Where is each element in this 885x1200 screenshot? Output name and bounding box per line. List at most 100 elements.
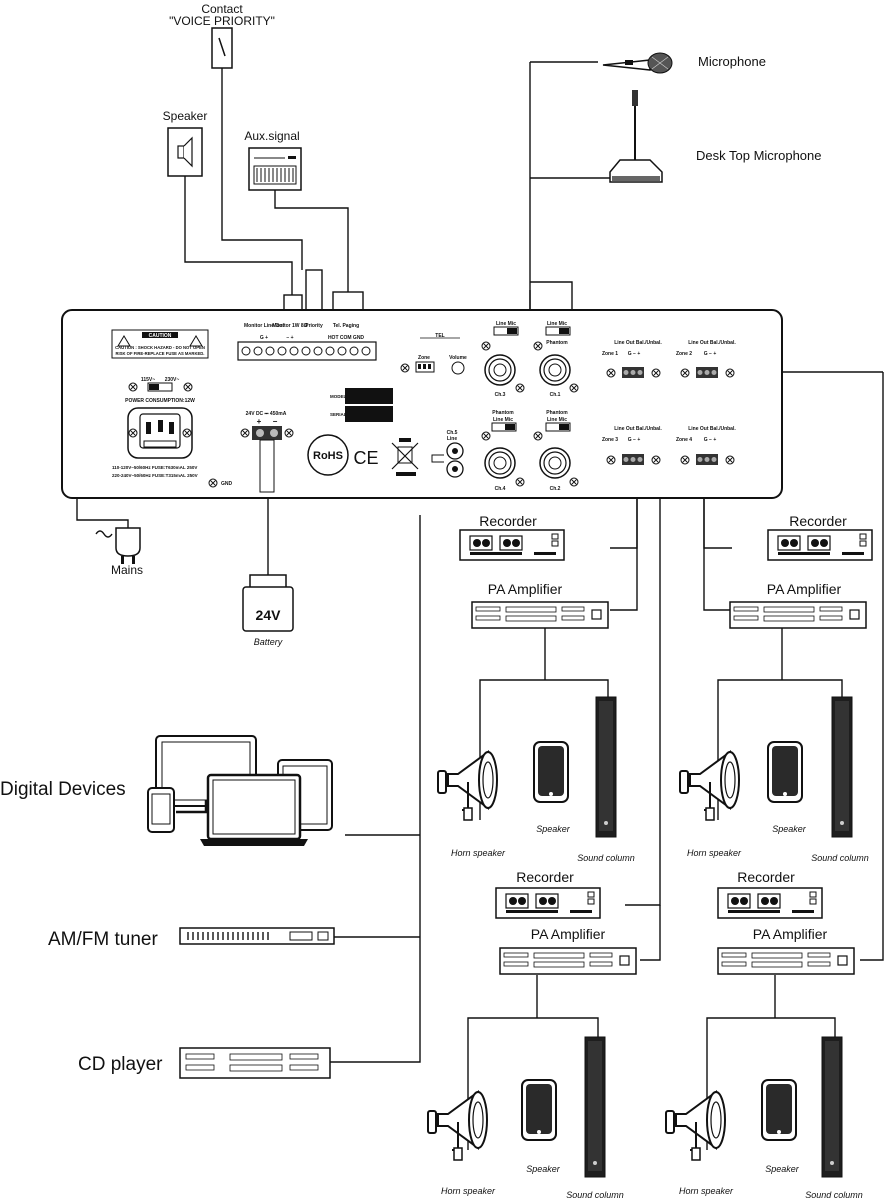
screw-icon [183,382,193,392]
box-speaker-icon [767,741,803,803]
fuse-2-label: 220-240V~50/60Hz FUSE:T315mAL 250V [112,473,198,478]
ch2-line-mic-label: Line Mic [547,417,567,423]
battery-icon: 24V [242,574,294,632]
ch3-input[interactable]: Line Mic Ch.3 [481,321,525,398]
recorder-label: Recorder [516,869,574,885]
screw-icon [651,455,661,465]
horn-speaker-icon [665,1091,726,1161]
box-speaker-icon [533,741,569,803]
battery-voltage: 24V [256,607,282,623]
wall-speaker-icon [167,127,203,177]
monitor-line-out-label: Monitor Line Out [244,323,284,329]
speaker-label: Speaker [526,1164,561,1174]
tel-zone-dip-switch[interactable] [415,361,435,373]
line-out-3-label: Line Out Bal./Unbal. [614,426,662,432]
screw-icon [606,455,616,465]
ch4-line-mic-label: Line Mic [493,417,513,423]
zone1-label: Zone 1 [602,351,618,357]
monitor-1w-label: Monitor 1W 8Ω [272,323,307,329]
ch1-input[interactable]: Line Mic Phantom Ch.1 [533,321,579,398]
tel-volume-knob[interactable] [451,361,465,375]
sound-column-label: Sound column [805,1190,863,1200]
screw-icon [284,428,294,438]
tel-zone-label: Zone [418,355,430,361]
top-terminal-block[interactable] [237,341,377,361]
horn-speaker-label: Horn speaker [687,848,742,858]
horn-speaker-label: Horn speaker [441,1186,496,1196]
pa-amplifier-label: PA Amplifier [767,581,842,597]
sound-column-label: Sound column [566,1190,624,1200]
ch1-label: Ch.1 [550,392,561,398]
zone4-terms-label: G − + [704,437,717,443]
caution-label-plate: CAUTION CAUTION : SHOCK HAZARD - DO NOT … [111,329,209,359]
rear-panel: Monitor Line Out Monitor 1W 8Ω Priority … [61,309,783,499]
ch2-input[interactable]: Phantom Line Mic Ch.2 [533,410,579,492]
line-out-4-label: Line Out Bal./Unbal. [688,426,736,432]
priority-label: Priority [305,323,323,329]
mains-label: Mains [111,563,143,577]
power-inlet[interactable] [127,407,193,459]
voice-priority-label: "VOICE PRIORITY" [169,14,275,28]
gnd-label: GND [221,481,233,487]
tel-volume-label: Volume [449,355,467,361]
model-plate [345,388,393,404]
ch5-rca-jacks[interactable] [446,442,464,478]
model-label: MODEL [330,394,347,399]
voltage-230-label: 230V~ [165,377,180,383]
zone4-output-terminal[interactable] [696,454,718,465]
ch1-line-mic-label: Line Mic [547,321,567,327]
gnd-screw-icon [208,478,218,488]
recorder-icon [717,887,823,919]
mains-plug-icon [95,527,141,564]
zone3-label: Zone 3 [602,437,618,443]
horn-speaker-icon [679,751,740,821]
dc-plus-label: + [257,417,262,426]
speaker-label: Speaker [772,824,807,834]
ch4-input[interactable]: Phantom Line Mic Ch.4 [481,410,525,492]
pa-amplifier-label: PA Amplifier [488,581,563,597]
pa-amplifier-icon [717,947,855,975]
term-minus-plus-label: − + [286,335,293,341]
recorder-icon [767,529,873,561]
tel-label: TEL [435,333,444,339]
caution-title: CAUTION [149,333,172,339]
zone2-label: Zone 2 [676,351,692,357]
screw-icon [680,455,690,465]
ce-mark: CE [353,448,378,468]
pa-amplifier-icon [471,601,609,629]
zone1-output-terminal[interactable] [622,367,644,378]
aux-device-icon [248,147,302,191]
sound-column-icon [821,1036,843,1178]
dc-terminal[interactable] [252,426,282,493]
screw-icon [725,455,735,465]
caution-text: CAUTION : SHOCK HAZARD - DO NOT OPEN [115,345,205,350]
serial-plate [345,406,393,422]
zone2-output-terminal[interactable] [696,367,718,378]
dc-input-label: 24V DC ⎓ 450mA [246,411,287,417]
ch2-label: Ch.2 [550,486,561,492]
dc-minus-label: − [273,417,278,426]
speaker-top-label: Speaker [163,109,208,123]
am-fm-tuner-icon [179,927,335,945]
box-speaker-icon [521,1079,557,1141]
screw-icon [725,368,735,378]
zone3-output-terminal[interactable] [622,454,644,465]
cd-player-icon [179,1047,331,1079]
ch4-label: Ch.4 [495,486,506,492]
microphone-icon [602,52,673,74]
rohs-badge: RoHS [307,434,349,476]
recorder-label: Recorder [789,513,847,529]
ch5-line-label: Line [447,436,457,442]
zone1-terms-label: G − + [628,351,641,357]
screw-icon [680,368,690,378]
screw-icon [128,382,138,392]
screw-icon [651,368,661,378]
desk-microphone-label: Desk Top Microphone [696,148,822,163]
horn-speaker-label: Horn speaker [451,848,506,858]
battery-label: Battery [254,637,283,647]
voltage-selector-switch[interactable] [147,382,173,392]
zone3-terms-label: G − + [628,437,641,443]
horn-speaker-icon [437,751,498,821]
sound-column-icon [831,696,853,838]
